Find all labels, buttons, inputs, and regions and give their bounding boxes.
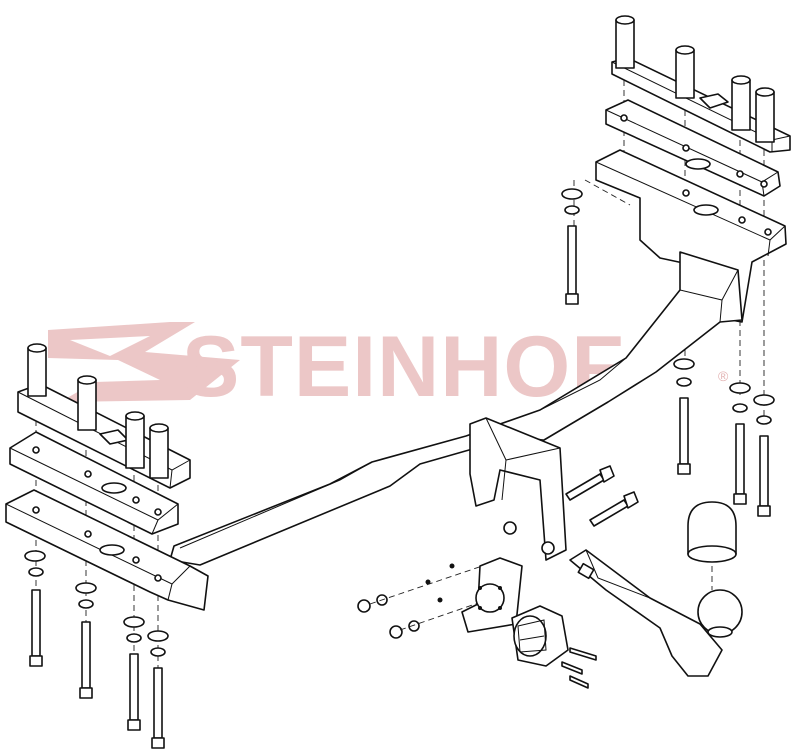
bolt-r2 xyxy=(729,382,751,505)
left-stud-1 xyxy=(27,343,47,397)
left-mounting-bracket xyxy=(5,489,209,611)
right-spacer-plate xyxy=(605,99,781,197)
right-bolt-set xyxy=(561,188,775,527)
steinhof-wordmark: STEINHOF xyxy=(182,319,625,415)
registered-mark: ® xyxy=(718,368,729,384)
bolt-r1 xyxy=(673,358,695,475)
tow-bar-crossbeam xyxy=(169,251,743,566)
right-top-clamp-plate xyxy=(611,15,791,153)
left-stud-3 xyxy=(125,411,145,469)
left-stud-4 xyxy=(149,423,169,479)
left-top-clamp-plate xyxy=(17,343,191,489)
right-stud-3 xyxy=(731,75,751,131)
ball-cover-cap xyxy=(687,501,737,590)
left-bolt-set xyxy=(24,550,169,749)
bolt-l3 xyxy=(123,616,145,731)
bolt-l2 xyxy=(75,582,97,699)
bolt-center-2 xyxy=(589,491,639,527)
right-stud-4 xyxy=(755,87,775,143)
right-stud-1 xyxy=(615,15,635,69)
bolt-l1 xyxy=(24,550,46,667)
bolt-l4 xyxy=(147,630,169,749)
bolt-center-1 xyxy=(565,465,615,501)
socket-screws xyxy=(561,647,597,689)
left-spacer-plate xyxy=(9,431,179,535)
nuts-and-washers xyxy=(357,559,511,639)
left-stud-2 xyxy=(77,375,97,431)
socket-mounting-plate xyxy=(461,557,523,633)
bolt-r-top xyxy=(561,188,583,305)
bolt-r3 xyxy=(753,394,775,517)
right-stud-2 xyxy=(675,45,695,99)
tow-ball-neck xyxy=(569,549,743,677)
7-pin-electrical-socket xyxy=(511,605,569,667)
